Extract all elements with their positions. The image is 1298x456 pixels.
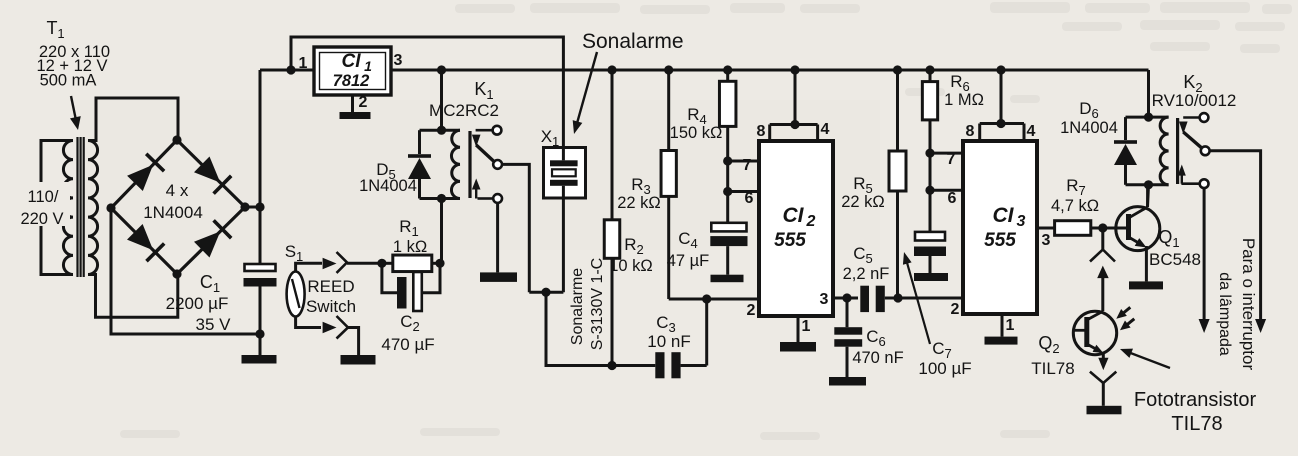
svg-text:500 mA: 500 mA: [40, 72, 97, 90]
svg-text:2: 2: [806, 213, 816, 230]
svg-text:1: 1: [364, 58, 372, 74]
svg-text:555: 555: [984, 230, 1016, 251]
svg-text:150 kΩ: 150 kΩ: [670, 124, 723, 142]
svg-text:6: 6: [948, 190, 957, 207]
svg-text:MC2RC2: MC2RC2: [429, 101, 499, 120]
svg-text:1: 1: [299, 55, 308, 72]
svg-text:CI: CI: [342, 51, 362, 72]
svg-text:1N4004: 1N4004: [359, 177, 417, 195]
svg-text:CI: CI: [993, 204, 1015, 227]
svg-text:2: 2: [951, 301, 960, 318]
svg-text:22 kΩ: 22 kΩ: [617, 194, 661, 212]
svg-text:22 kΩ: 22 kΩ: [841, 193, 885, 211]
svg-text:RV10/0012: RV10/0012: [1152, 91, 1237, 110]
svg-text:10 kΩ: 10 kΩ: [609, 257, 653, 275]
svg-text:1 MΩ: 1 MΩ: [944, 91, 984, 109]
svg-text:1N4004: 1N4004: [143, 203, 203, 222]
svg-text:Para o interruptor: Para o interruptor: [1239, 238, 1258, 371]
svg-text:3: 3: [394, 52, 403, 69]
svg-text:Sonalarme: Sonalarme: [569, 268, 586, 345]
svg-text:470 µF: 470 µF: [381, 335, 434, 354]
svg-text:1: 1: [57, 26, 64, 41]
svg-text:Switch: Switch: [306, 297, 356, 316]
svg-text:470 nF: 470 nF: [852, 349, 903, 367]
svg-text:1: 1: [802, 318, 811, 335]
svg-text:4,7 kΩ: 4,7 kΩ: [1051, 197, 1099, 215]
svg-text:da lâmpada: da lâmpada: [1216, 272, 1233, 356]
svg-text:TIL78: TIL78: [1031, 359, 1074, 378]
svg-text:3: 3: [1017, 213, 1026, 230]
svg-text:10 nF: 10 nF: [647, 332, 690, 351]
svg-text:1: 1: [1006, 317, 1015, 334]
svg-text:220 V: 220 V: [20, 210, 63, 228]
svg-text:S-3130V 1-C: S-3130V 1-C: [589, 258, 606, 351]
svg-text:110/: 110/: [28, 188, 59, 206]
svg-text:35 V: 35 V: [196, 315, 232, 334]
svg-text:8: 8: [966, 123, 975, 140]
svg-text:6: 6: [745, 190, 754, 207]
svg-text:7: 7: [743, 157, 752, 174]
svg-text:2,2 nF: 2,2 nF: [843, 265, 890, 283]
svg-text:100 µF: 100 µF: [918, 359, 971, 378]
svg-text:555: 555: [774, 230, 806, 251]
svg-text:Sonalarme: Sonalarme: [582, 30, 684, 53]
svg-text:2: 2: [747, 302, 756, 319]
svg-text:4: 4: [821, 121, 830, 138]
svg-text:8: 8: [757, 123, 766, 140]
svg-text:7812: 7812: [333, 72, 370, 90]
svg-text:4: 4: [1027, 123, 1036, 140]
svg-text:2: 2: [359, 94, 368, 111]
svg-text:3: 3: [820, 291, 829, 308]
svg-text:2200 µF: 2200 µF: [166, 294, 229, 313]
svg-text:Fototransistor: Fototransistor: [1134, 389, 1257, 411]
svg-text:BC548: BC548: [1149, 250, 1201, 269]
svg-text:7: 7: [947, 151, 956, 168]
svg-text:220 x 110: 220 x 110: [39, 43, 110, 61]
svg-text:1 kΩ: 1 kΩ: [393, 238, 427, 256]
svg-text:4 x: 4 x: [166, 181, 189, 200]
svg-text:1N4004: 1N4004: [1060, 119, 1118, 137]
svg-text:T: T: [47, 18, 58, 38]
svg-text:47 µF: 47 µF: [667, 252, 710, 270]
svg-text:12 + 12 V: 12 + 12 V: [36, 57, 107, 75]
svg-text:CI: CI: [783, 204, 805, 227]
svg-text:3: 3: [1042, 232, 1051, 249]
svg-text:TIL78: TIL78: [1171, 413, 1222, 435]
svg-text:REED: REED: [307, 277, 354, 296]
